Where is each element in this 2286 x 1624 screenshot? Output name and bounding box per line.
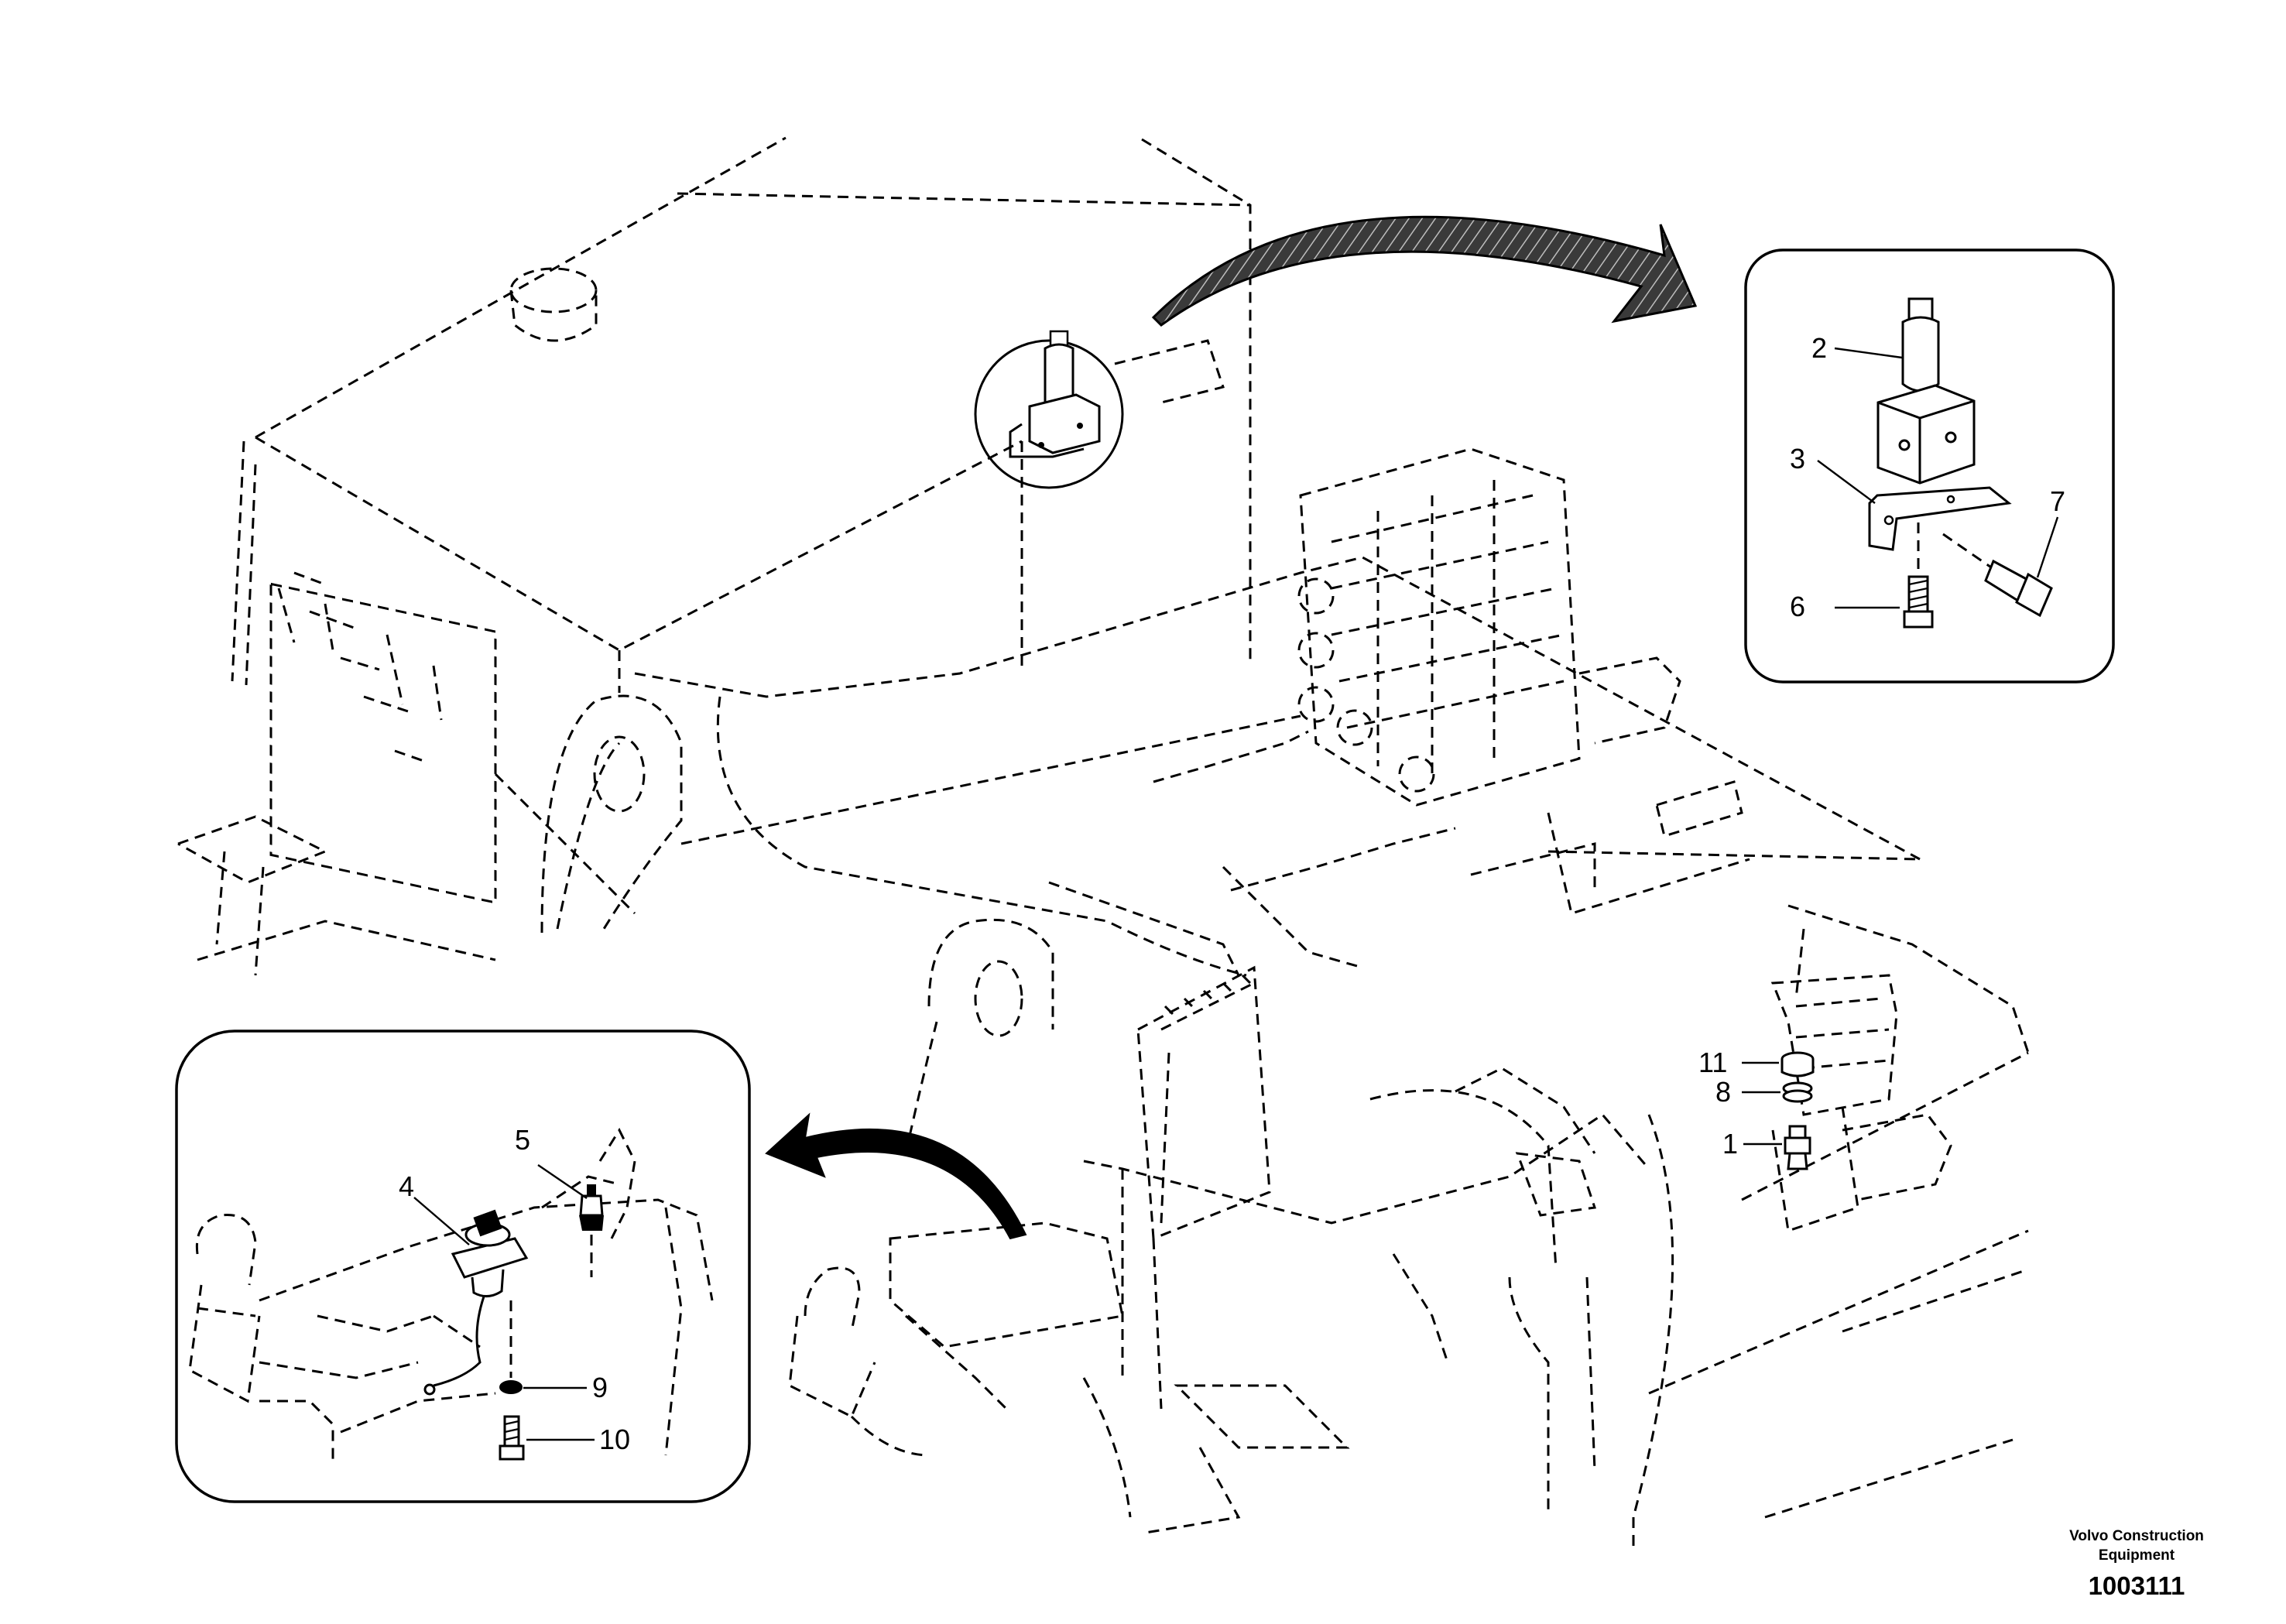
callout-5: 5 (515, 1124, 530, 1156)
ecu-box (1136, 965, 1271, 1241)
callout-3: 3 (1790, 443, 1805, 475)
arrow-to-detail-bottom (765, 1112, 1027, 1240)
right-valve-block (1741, 904, 2030, 1232)
zoom-circle (974, 330, 1225, 489)
detail-panel-joystick (175, 1030, 751, 1503)
callout-labels: 1 2 3 4 5 6 7 8 9 10 11 (399, 332, 2065, 1455)
callout-9: 9 (592, 1372, 608, 1403)
machine-outline (177, 136, 2030, 1548)
callout-2: 2 (1811, 332, 1827, 364)
right-valve-fittings (1742, 1051, 1815, 1170)
control-valve-stack (1297, 447, 1681, 807)
callout-11: 11 (1698, 1047, 1727, 1078)
armrest-console (788, 1221, 1241, 1534)
callout-1: 1 (1722, 1128, 1738, 1160)
callout-7: 7 (2050, 485, 2065, 517)
caption-company-line2: Equipment (2099, 1547, 2175, 1564)
caption-company-line1: Volvo Construction (2069, 1528, 2204, 1544)
callout-6: 6 (1790, 591, 1805, 622)
arrow-to-detail-top (1151, 215, 1698, 327)
callout-10: 10 (599, 1424, 630, 1455)
detail-panel-solenoid (1744, 248, 2115, 684)
figure-caption: Volvo Construction Equipment 1003111 (2069, 1528, 2204, 1600)
callout-4: 4 (399, 1170, 414, 1202)
figure-number: 1003111 (2089, 1571, 2185, 1600)
callout-8: 8 (1715, 1076, 1731, 1108)
